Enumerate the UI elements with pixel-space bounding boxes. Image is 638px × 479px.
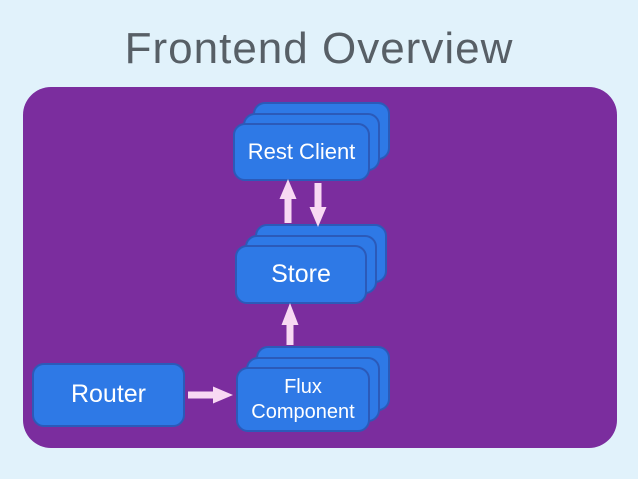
node-rest-client-card: Rest Client	[233, 123, 370, 181]
node-flux-component-card: Flux Component	[236, 367, 370, 432]
node-label: Store	[271, 259, 331, 288]
node-store: Store	[235, 224, 387, 304]
node-label: Flux Component	[251, 375, 355, 423]
node-flux-component: Flux Component	[236, 346, 390, 432]
node-router-card: Router	[32, 363, 185, 427]
node-label: Router	[70, 380, 147, 409]
node-store-card: Store	[235, 245, 367, 304]
node-rest-client: Rest Client	[233, 102, 390, 181]
node-label: Rest Client	[247, 139, 356, 165]
slide-title: Frontend Overview	[124, 24, 514, 73]
node-router: Router	[32, 363, 185, 427]
